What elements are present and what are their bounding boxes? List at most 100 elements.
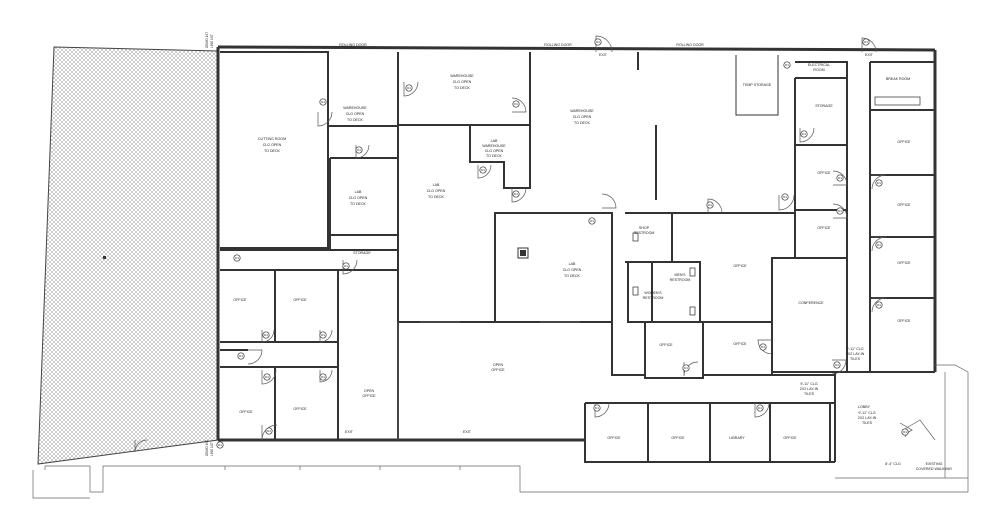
svg-text:COVERED WALKWAY: COVERED WALKWAY	[916, 467, 953, 471]
door-tag-text: D1	[265, 375, 269, 379]
svg-text:TO DECK: TO DECK	[264, 149, 281, 153]
warehouse-label: WAREHOUSE	[343, 106, 367, 110]
door-tag	[265, 427, 273, 435]
storage-label: STORAGE	[815, 104, 833, 108]
svg-text:CLG OPEN: CLG OPEN	[349, 196, 368, 200]
door-tag	[875, 241, 883, 249]
lab-label: LAB	[355, 190, 362, 194]
door-tag	[833, 361, 841, 369]
door-tag	[263, 373, 271, 381]
door-tag	[594, 38, 602, 46]
door-tag-text: D1	[267, 429, 271, 433]
svg-text:LINE 1ST: LINE 1ST	[210, 34, 214, 48]
electrical-room-label: ELECTRICAL	[808, 63, 830, 67]
svg-text:TO DECK: TO DECK	[564, 274, 581, 278]
svg-text:RESTROOM: RESTROOM	[634, 231, 655, 235]
svg-text:TO DECK: TO DECK	[574, 121, 591, 125]
svg-text:RESTROOM: RESTROOM	[670, 278, 691, 282]
ceiling-note: 9'-11" CLG	[846, 347, 863, 351]
rolling-door-label: ROLLING DOOR	[676, 43, 704, 47]
library-label: LIBRARY	[729, 436, 745, 440]
svg-text:RESTROOM: RESTROOM	[643, 296, 664, 300]
office-label: OFFICE	[897, 319, 911, 323]
doors	[134, 35, 913, 453]
svg-text:TO DECK: TO DECK	[350, 202, 367, 206]
door-tag-text: D1	[761, 345, 765, 349]
door-tag	[319, 98, 327, 106]
door-tag-text: D1	[321, 100, 325, 104]
svg-text:CLG OPEN: CLG OPEN	[346, 112, 365, 116]
door-tag	[706, 201, 714, 209]
door-tag	[682, 364, 690, 372]
office-label: OFFICE	[733, 264, 747, 268]
door-tag-text: D1	[514, 102, 518, 106]
svg-text:TILES: TILES	[850, 357, 861, 361]
door-tag	[262, 331, 270, 339]
door-tag	[405, 84, 413, 92]
rolling-door-label: ROLLING DOOR	[339, 43, 367, 47]
lab-warehouse-label: LAB	[491, 139, 498, 143]
svg-text:TILES: TILES	[862, 421, 873, 425]
door-tag-text: D1	[835, 363, 839, 367]
door-tag-text: D1	[758, 406, 762, 410]
exit-label: EXIT	[865, 53, 874, 57]
rolling-door-label: ROLLING DOOR	[544, 43, 572, 47]
door-tag-text: D1	[321, 333, 325, 337]
wall-note: DEMO 1ST	[205, 32, 209, 48]
office-label: OFFICE	[293, 298, 307, 302]
womens-restroom-label: WOMEN'S	[644, 291, 662, 295]
door-tag-text: D1	[877, 303, 881, 307]
door-tag-text: D1	[903, 430, 907, 434]
door-tag-text: D1	[218, 443, 222, 447]
door-tag	[593, 404, 601, 412]
door-tag-text: D1	[264, 333, 268, 337]
wall-note: DEMO 1ST	[205, 440, 209, 456]
door-tag-text: D1	[590, 219, 594, 223]
office-label: OFFICE	[659, 343, 673, 347]
svg-text:TO DECK: TO DECK	[486, 154, 503, 158]
svg-text:TO DECK: TO DECK	[347, 118, 364, 122]
svg-text:CLG OPEN: CLG OPEN	[485, 149, 504, 153]
glazing	[397, 321, 580, 440]
svg-text:TO DECK: TO DECK	[454, 86, 471, 90]
exit-label: EXIT	[463, 430, 472, 434]
door-tag	[355, 146, 363, 154]
ceiling-note: 8'-4" CLG	[885, 462, 901, 466]
restroom-fixture	[632, 286, 639, 296]
svg-text:2X2 LAY-IN: 2X2 LAY-IN	[858, 416, 877, 420]
office-label: OFFICE	[293, 407, 307, 411]
door-tag	[836, 174, 844, 182]
door-tag	[216, 441, 224, 449]
open-office-label: OPEN	[364, 389, 375, 393]
door-tag-text: D1	[357, 148, 361, 152]
door-tag	[588, 217, 596, 225]
office-label: OFFICE	[817, 226, 831, 230]
office-label: OFFICE	[733, 342, 747, 346]
door-tag-text: D1	[864, 40, 868, 44]
door-tag	[836, 207, 844, 215]
door-tag-text: D1	[235, 256, 239, 260]
exit-label: EXIT	[345, 430, 354, 434]
svg-text:2X2 LAY-IN: 2X2 LAY-IN	[800, 387, 819, 391]
office-label: OFFICE	[671, 436, 685, 440]
door-tag-text: D1	[344, 264, 348, 268]
counter	[874, 96, 921, 106]
door-tag-text: D1	[877, 181, 881, 185]
door-tag	[800, 130, 808, 138]
interior-walls	[220, 51, 936, 462]
lab-label: LAB	[433, 183, 440, 187]
warehouse-label: WAREHOUSE	[450, 74, 474, 78]
svg-text:CLG OPEN: CLG OPEN	[427, 189, 446, 193]
door-tag-text: D1	[783, 195, 787, 199]
lab-fixture-inner	[520, 250, 526, 256]
ceiling-note: 9'-11" CLG	[800, 382, 817, 386]
svg-text:CLG OPEN: CLG OPEN	[263, 143, 282, 147]
office-label: OFFICE	[897, 140, 911, 144]
door-tag	[319, 331, 327, 339]
existing-canopy-label: EXISTING	[926, 462, 943, 466]
open-office-label: OPEN	[493, 363, 504, 367]
door-tag	[237, 352, 245, 360]
door-tag-text: D1	[802, 132, 806, 136]
warehouse-label: WAREHOUSE	[570, 109, 594, 113]
